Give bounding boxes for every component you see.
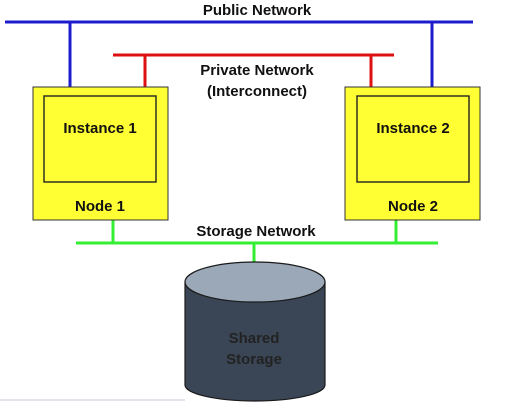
- private-network-label: Private Network: [200, 62, 314, 79]
- private-network: Private Network (Interconnect): [113, 53, 394, 100]
- private-network-sublabel: (Interconnect): [207, 83, 307, 100]
- public-network-label: Public Network: [203, 2, 312, 19]
- node-1: Instance 1 Node 1: [32, 86, 169, 221]
- node-1-label: Node 1: [75, 198, 125, 215]
- storage-network: Storage Network: [76, 220, 438, 263]
- shared-storage-sublabel: Storage: [226, 351, 282, 368]
- cylinder-database-icon: Shared Storage: [184, 261, 326, 402]
- instance-2-label: Instance 2: [376, 120, 449, 137]
- node-2-label: Node 2: [388, 198, 438, 215]
- instance-1-label: Instance 1: [63, 120, 136, 137]
- node-2: Instance 2 Node 2: [344, 86, 481, 221]
- instance-1-box: [43, 95, 157, 183]
- instance-2-box: [356, 95, 470, 183]
- shared-storage-body: [184, 281, 326, 402]
- public-network: Public Network: [5, 2, 473, 87]
- shared-storage-label: Shared: [229, 330, 280, 347]
- shared-storage-top: [184, 261, 326, 303]
- storage-network-label: Storage Network: [196, 223, 316, 240]
